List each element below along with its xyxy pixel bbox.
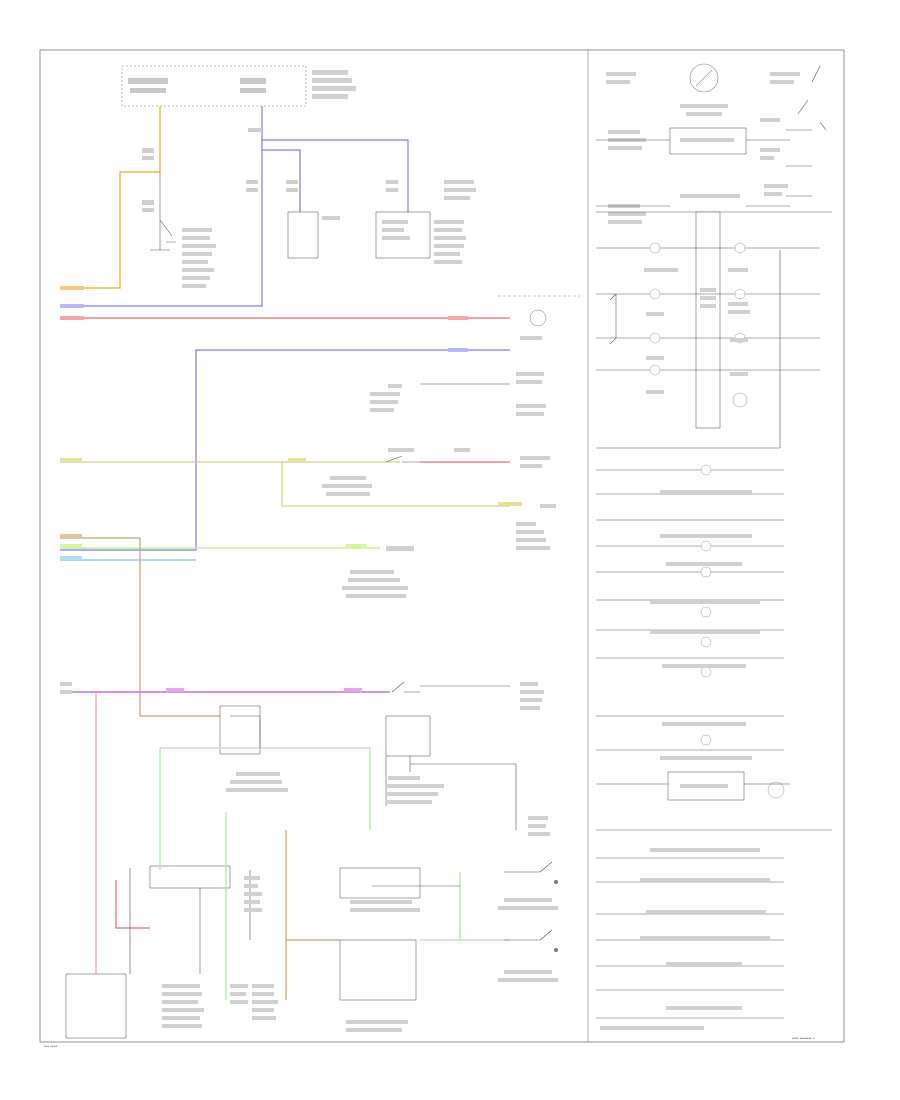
cluster-indicator-block — [695, 211, 721, 429]
tan-wire — [60, 537, 220, 717]
sensor-label-block — [142, 148, 216, 288]
ground-icon-2 — [554, 948, 558, 952]
top-module-box — [121, 65, 307, 107]
indicator-rows — [596, 464, 832, 1030]
junction-box — [149, 865, 231, 889]
lightgreen-wire-2 — [420, 872, 510, 941]
orange-wire — [60, 106, 161, 289]
fuel-gauge-labels — [370, 372, 546, 416]
switch-icon — [539, 861, 553, 941]
ground-icon — [554, 880, 558, 884]
diagram-frame — [39, 49, 845, 1043]
box-labels — [246, 128, 476, 264]
lightgreen-wire — [159, 747, 371, 1000]
yellow-switch-icon — [385, 455, 420, 463]
lower-labels — [162, 772, 558, 1032]
footer-right-code: **** ******* * — [792, 1037, 815, 1041]
tan-wire-2 — [285, 830, 340, 1000]
top-module-labels — [128, 70, 356, 99]
red-short-wire — [115, 880, 150, 929]
blue-wire-2 — [60, 349, 510, 551]
yellow-branch — [281, 462, 510, 507]
lower-circuit — [129, 715, 540, 974]
blue-branch — [262, 149, 301, 212]
relay-box — [385, 715, 431, 757]
blue-wire — [60, 106, 263, 307]
lower-module-box — [339, 867, 421, 899]
sensor-box-1 — [287, 211, 319, 259]
control-module-box — [219, 705, 261, 755]
lower-module-box-2 — [339, 939, 417, 1001]
footer-left-code: *** **** — [44, 1045, 57, 1049]
violet-switch-icon — [391, 681, 420, 693]
violet-labels — [60, 682, 544, 710]
sensor-box-2 — [375, 211, 431, 259]
lower-left-labels — [60, 534, 414, 598]
cluster-indicators — [596, 242, 820, 449]
tachometer-lamp-icon — [529, 309, 547, 327]
cluster-top — [596, 63, 832, 224]
pressure-switch-icon — [150, 219, 176, 251]
bottom-left-box — [65, 973, 127, 1039]
blue-branch-2 — [262, 139, 409, 212]
yellow-labels — [60, 448, 556, 550]
